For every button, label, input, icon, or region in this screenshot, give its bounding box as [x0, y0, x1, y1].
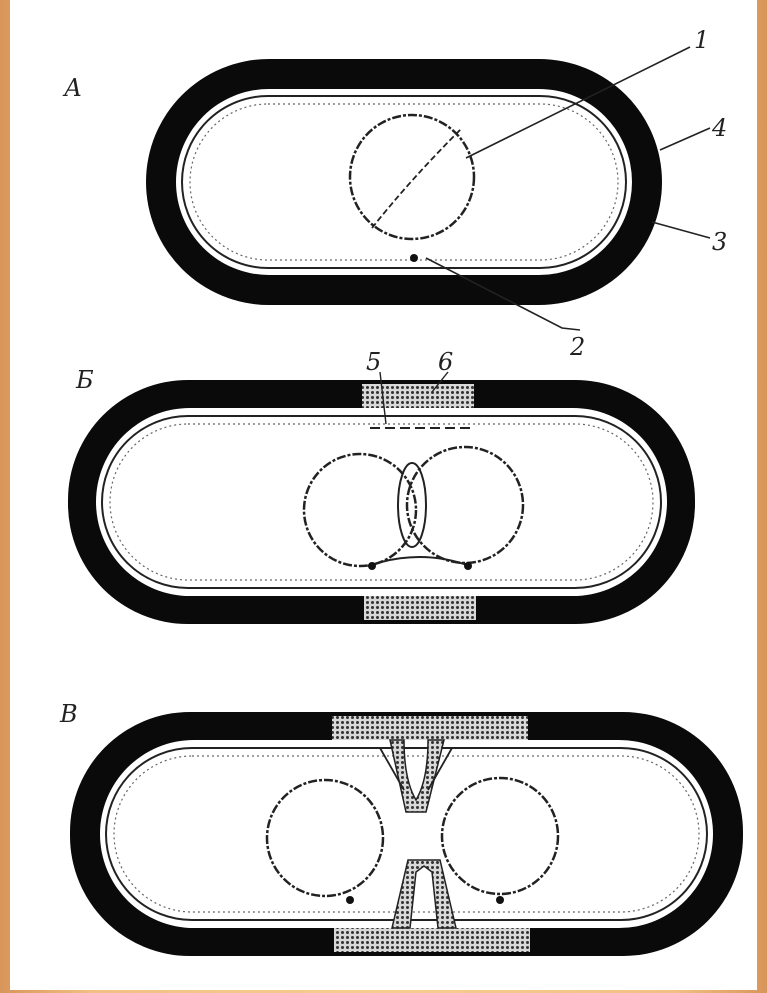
panel-b-letter: Б: [75, 366, 94, 394]
panel-c-letter: В: [59, 700, 78, 728]
panel-a-letter: А: [62, 74, 82, 102]
septum-top-c: [332, 716, 528, 740]
septum-top-b: [362, 384, 474, 408]
attachment-right-b: [464, 562, 472, 570]
panel-a: А 1 4 3 2: [62, 26, 727, 361]
panel-b: Б 5 6: [68, 348, 695, 624]
septum-bottom-b: [364, 596, 476, 620]
septum-bottom-c: [334, 928, 530, 952]
attachment-left-c: [346, 896, 354, 904]
panel-c: В: [59, 700, 743, 956]
membrane-attachment-a: [410, 254, 418, 262]
label-2: 2: [569, 333, 585, 361]
attachment-right-c: [496, 896, 504, 904]
attachment-left-b: [368, 562, 376, 570]
label-5: 5: [366, 348, 381, 376]
label-3: 3: [712, 228, 727, 256]
label-1: 1: [694, 26, 709, 54]
label-6: 6: [438, 348, 453, 376]
cytoplasm-a: [176, 89, 632, 275]
cytoplasm-b: [96, 408, 667, 596]
label-4: 4: [711, 114, 727, 142]
